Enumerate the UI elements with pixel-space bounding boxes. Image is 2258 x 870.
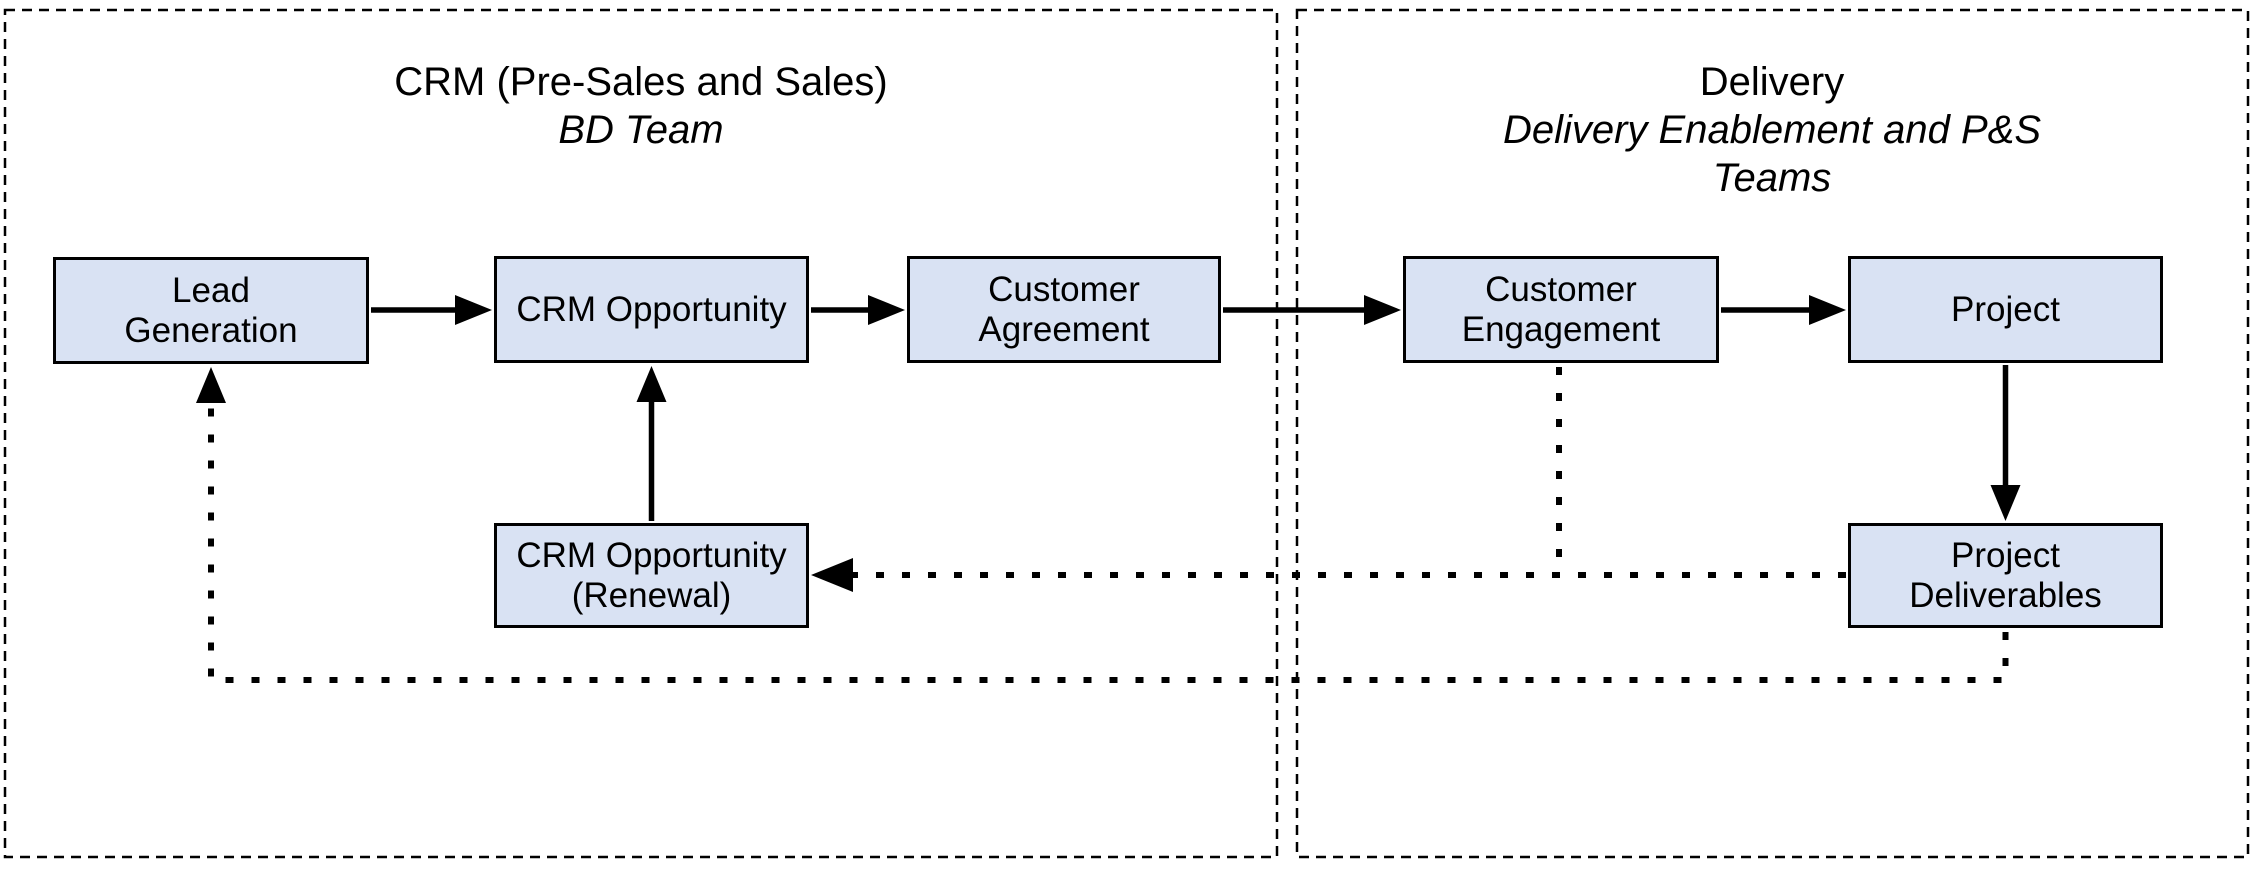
edge-customer-engagement-to-project	[1721, 295, 1846, 325]
node-lead-generation: Lead Generation	[53, 257, 369, 364]
container-crm-border	[3, 8, 1279, 859]
edge-crm-opportunity-renewal-to-crm-opportunity	[636, 366, 667, 521]
node-customer-engagement: Customer Engagement	[1403, 256, 1719, 363]
node-crm-opportunity-renewal: CRM Opportunity (Renewal)	[494, 523, 809, 628]
node-crm-opportunity: CRM Opportunity	[494, 256, 809, 363]
edge-project-deliverables-to-lead-generation	[196, 367, 2009, 683]
container-crm-subtitle: BD Team	[558, 108, 724, 152]
node-crm-opportunity-label: CRM Opportunity	[516, 289, 787, 329]
edge-customer-agreement-to-customer-engagement	[1223, 295, 1401, 325]
container-delivery-title: Delivery	[1699, 60, 1845, 104]
node-lead-generation-label: Lead Generation	[124, 270, 298, 350]
node-project-deliverables-label: Project Deliverables	[1909, 535, 2102, 615]
node-project-label: Project	[1951, 289, 2060, 329]
container-delivery-title-block: Delivery Delivery Enablement and P&S Tea…	[1322, 58, 2222, 202]
container-crm-title: CRM (Pre-Sales and Sales)	[394, 60, 888, 104]
edge-project-deliverables-to-crm-opportunity-renewal	[811, 558, 1846, 592]
edge-project-to-project-deliverables	[1990, 365, 2021, 521]
container-delivery-subtitle: Delivery Enablement and P&S Teams	[1502, 108, 2042, 200]
node-project-deliverables: Project Deliverables	[1848, 523, 2163, 628]
node-customer-agreement-label: Customer Agreement	[978, 269, 1150, 349]
node-customer-engagement-label: Customer Engagement	[1461, 269, 1661, 349]
node-customer-agreement: Customer Agreement	[907, 256, 1221, 363]
container-crm-title-block: CRM (Pre-Sales and Sales) BD Team	[191, 58, 1091, 154]
edge-lead-generation-to-crm-opportunity	[371, 295, 492, 325]
node-crm-opportunity-renewal-label: CRM Opportunity (Renewal)	[516, 535, 787, 615]
node-project: Project	[1848, 256, 2163, 363]
edge-crm-opportunity-to-customer-agreement	[811, 295, 905, 325]
